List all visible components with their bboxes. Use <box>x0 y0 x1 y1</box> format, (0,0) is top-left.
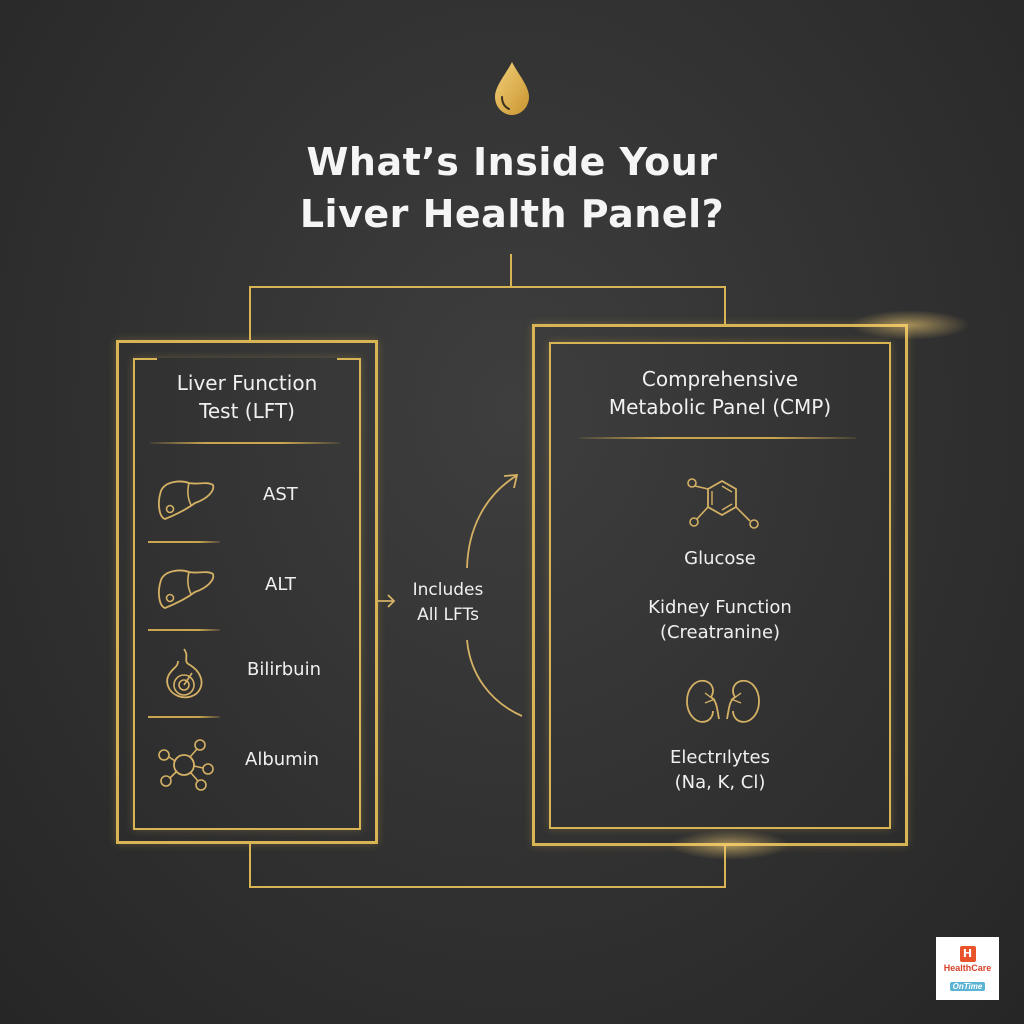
logo-subtitle: OnTime <box>949 982 986 991</box>
connector-right-drop <box>724 286 726 326</box>
lft-panel-outer-frame <box>116 340 378 844</box>
electrolytes-line-1: Electrılytes <box>670 747 770 768</box>
curved-arrow-up-icon <box>460 470 524 570</box>
connector-stem-top <box>510 254 512 287</box>
lft-title-line-1: Liver Function <box>176 371 318 395</box>
lft-separator-3 <box>148 716 220 718</box>
lft-inner-top-left-corner <box>133 358 157 360</box>
lft-item-albumin: Albumin <box>245 749 320 770</box>
healthcare-ontime-logo: H HealthCare OnTime <box>936 937 999 1000</box>
cmp-title-line-2: Metabolic Panel (CMP) <box>608 395 832 419</box>
page-title: What’s Inside Your Liver Health Panel? <box>0 136 1024 240</box>
lft-separator-2 <box>148 629 220 631</box>
logo-name: HealthCare <box>943 963 992 973</box>
connector-left-drop <box>249 286 251 342</box>
molecule-network-icon <box>156 737 216 793</box>
liver-icon <box>155 566 217 614</box>
kidneys-icon <box>683 675 763 729</box>
cmp-title-divider <box>580 437 856 439</box>
hospital-h-icon: H <box>959 946 976 962</box>
lft-title-divider <box>150 442 340 444</box>
cmp-panel-inner-frame <box>549 342 891 829</box>
cmp-item-kidney-function: Kidney Function (Creatranine) <box>549 595 891 645</box>
cmp-item-electrolytes: Electrılytes (Na, K, Cl) <box>549 745 891 795</box>
lft-separator-1 <box>148 541 220 543</box>
kidney-function-line-2: (Creatranine) <box>659 622 781 643</box>
title-line-1: What’s Inside Your <box>306 140 718 184</box>
connector-bar-bottom <box>249 886 726 888</box>
lft-title-line-2: Test (LFT) <box>199 399 295 423</box>
connector-label-line-2: All LFTs <box>417 605 479 625</box>
arrow-right-icon <box>376 593 398 608</box>
cmp-item-glucose: Glucose <box>684 548 756 569</box>
flame-swirl-icon <box>160 645 210 701</box>
connector-label-line-1: Includes <box>412 580 484 600</box>
connector-label: Includes All LFTs <box>396 578 500 628</box>
benzene-ring-icon <box>684 475 764 531</box>
lft-item-alt: ALT <box>265 574 296 595</box>
electrolytes-line-2: (Na, K, Cl) <box>674 772 766 793</box>
lft-item-ast: AST <box>263 484 298 505</box>
lft-panel-title: Liver Function Test (LFT) <box>133 369 361 425</box>
droplet-icon <box>492 60 532 118</box>
lft-panel-inner-frame <box>133 358 361 830</box>
connector-bar-top <box>249 286 725 288</box>
curved-line-down-icon <box>460 638 524 720</box>
connector-left-bottom-drop <box>249 842 251 888</box>
cmp-panel-title: Comprehensive Metabolic Panel (CMP) <box>549 365 891 421</box>
liver-icon <box>155 477 217 525</box>
cmp-title-line-1: Comprehensive <box>641 367 799 391</box>
kidney-function-line-1: Kidney Function <box>648 597 792 618</box>
connector-right-bottom-drop <box>724 844 726 888</box>
title-line-2: Liver Health Panel? <box>299 192 725 236</box>
lft-inner-top-right-corner <box>337 358 361 360</box>
lft-item-bilirubin: Bilirbuin <box>247 659 321 680</box>
